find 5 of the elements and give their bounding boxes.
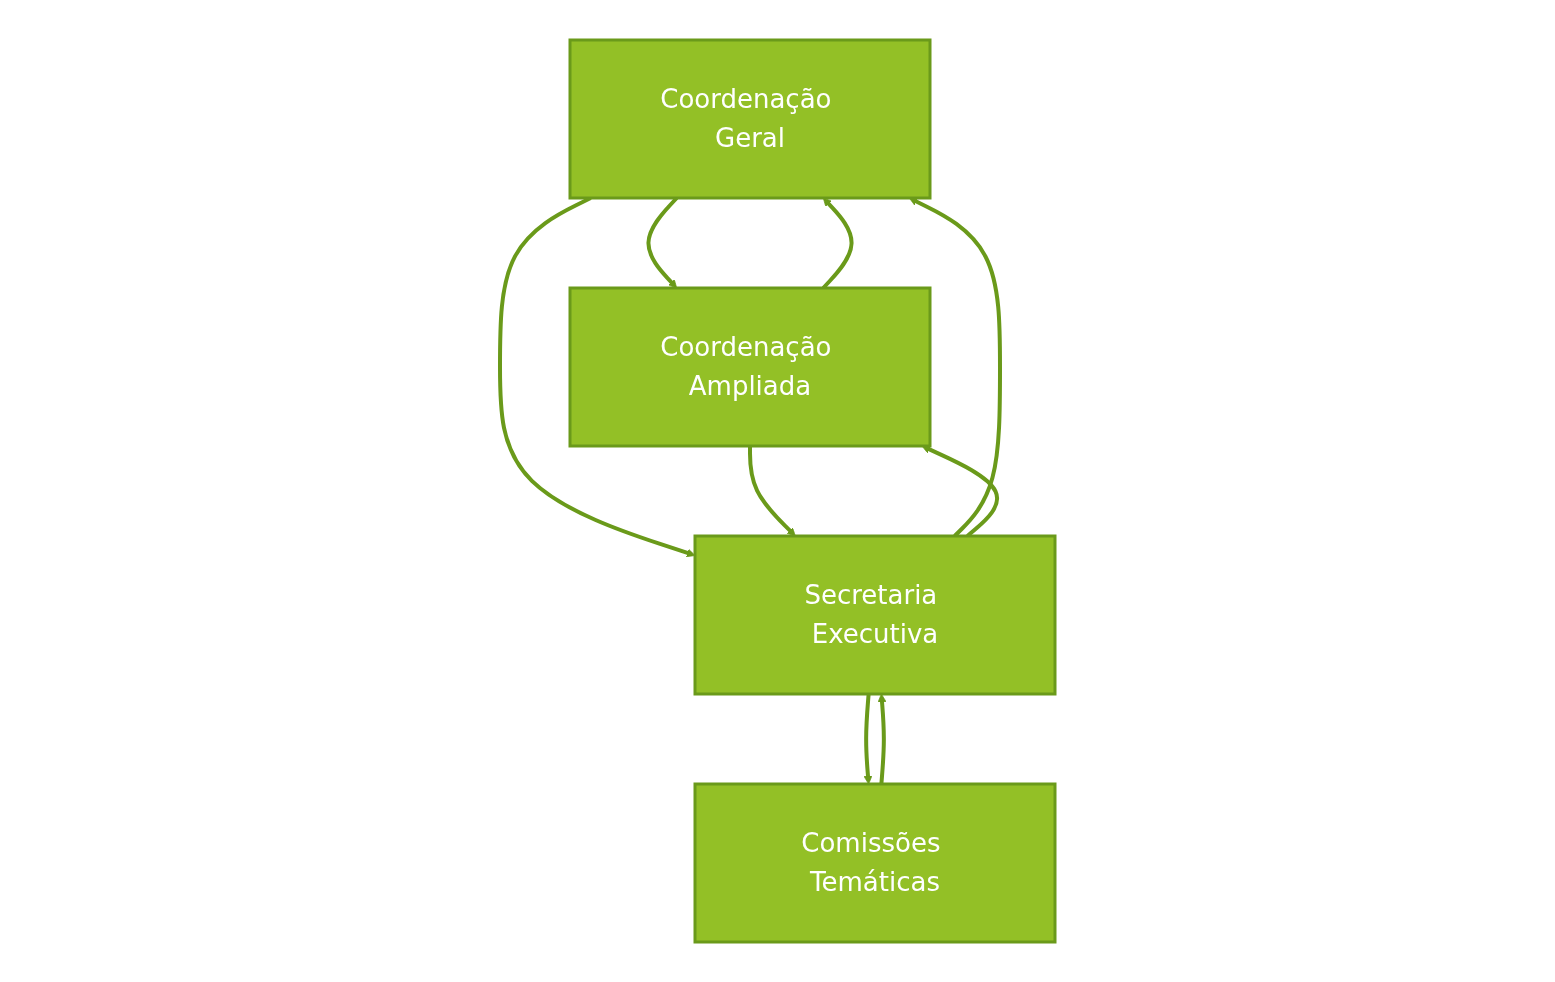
node-box: Coordenação Geral (568, 38, 932, 200)
node-box: Secretaria Executiva (693, 534, 1057, 696)
node-box: Comissões Temáticas (693, 782, 1057, 944)
node-box: Coordenação Ampliada (568, 286, 932, 448)
arrow (748, 446, 796, 537)
